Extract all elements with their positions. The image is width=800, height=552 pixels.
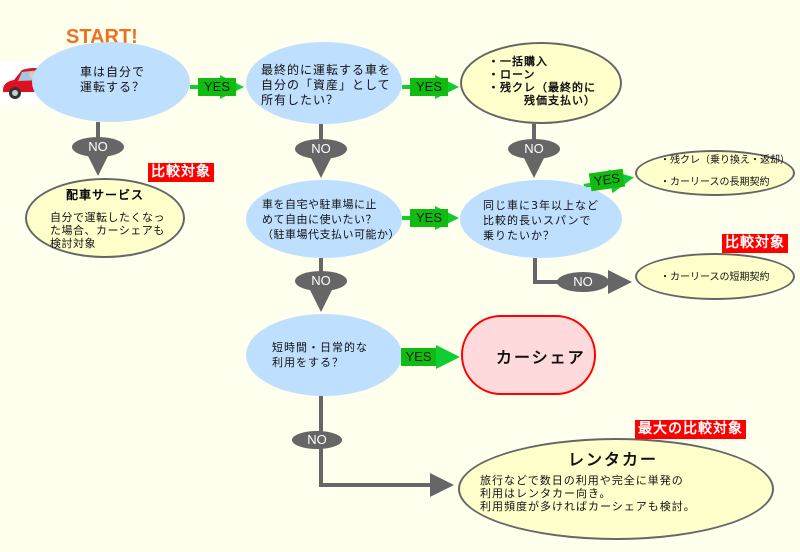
comparison-tag: 比較対象	[722, 234, 788, 253]
answer-rental-car	[458, 438, 774, 540]
no-label: NO	[292, 431, 342, 449]
comparison-tag: 比較対象	[148, 163, 214, 182]
question-own-asset-text: 最終的に運転する車を 自分の「資産」として 所有したい？	[261, 63, 392, 107]
answer-long-lease	[635, 150, 795, 196]
answer-taxi-service	[25, 178, 185, 258]
no-label: NO	[557, 272, 609, 292]
answer-long-lease-text: ・残クレ（乗り換え・返却） ・カーリースの長期契約	[660, 155, 790, 188]
answer-taxi-text: 自分で運転したくなっ た場合、カーシェアも 検討対象	[50, 211, 165, 250]
question-short-daily-text: 短時間・日常的な 利用をする？	[272, 341, 368, 369]
question-long-span	[460, 180, 622, 258]
no-label: NO	[295, 139, 347, 159]
yes-label: YES	[198, 78, 236, 96]
question-drive-yourself	[32, 42, 190, 122]
question-park-at-home	[246, 180, 402, 258]
question-own-asset	[246, 42, 402, 124]
no-label: NO	[295, 271, 347, 291]
answer-carshare-title: カーシェア	[496, 348, 586, 367]
answer-carshare	[461, 315, 596, 395]
no-label: NO	[72, 137, 124, 157]
yes-label: YES	[401, 348, 436, 366]
answer-taxi-title: 配車サービス	[66, 188, 145, 202]
answer-purchase	[460, 42, 622, 124]
answer-short-lease-text: ・カーリースの短期契約	[660, 272, 770, 283]
yes-label: YES	[410, 209, 448, 227]
answer-short-lease	[635, 253, 795, 300]
yes-label: YES	[410, 78, 448, 96]
answer-rental-title: レンタカー	[568, 450, 659, 469]
answer-purchase-text: ・一括購入 ・ローン ・残クレ（最終的に 残価支払い）	[488, 55, 596, 107]
no-label: NO	[508, 139, 560, 159]
question-park-at-home-text: 車を自宅や駐車場に止 めて自由に使いたい？ （駐車場代支払い可能か）	[262, 198, 400, 241]
question-drive-yourself-text: 車は自分で 運転する？	[80, 65, 146, 94]
answer-rental-text: 旅行などで数日の利用や完全に単発の 利用はレンタカー向き。 利用頻度が多ければカ…	[480, 474, 696, 513]
biggest-comparison-tag: 最大の比較対象	[635, 420, 746, 439]
question-short-daily	[246, 314, 402, 396]
question-long-span-text: 同じ車に3年以上など 比較的長いスパンで 乗りたいか？	[483, 199, 599, 242]
